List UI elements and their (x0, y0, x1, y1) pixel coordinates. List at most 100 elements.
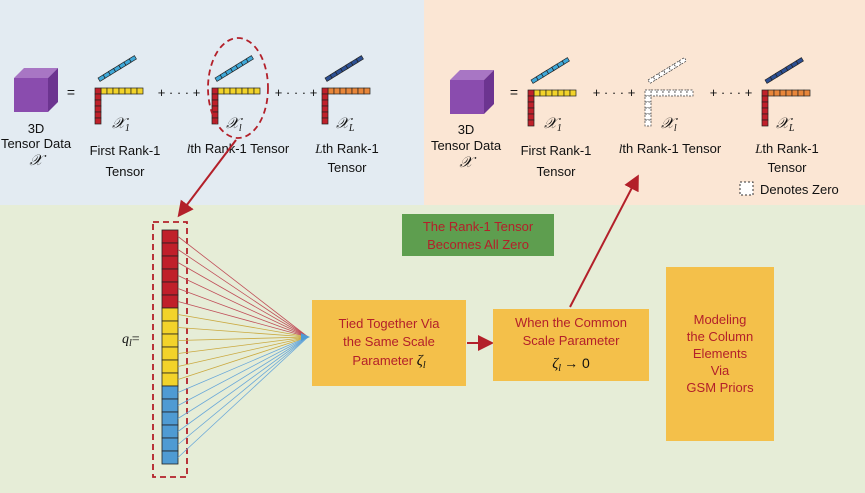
column-cell (321, 117, 329, 125)
right-plus-dots-1: + · · · + (593, 85, 636, 100)
fan-line (177, 336, 309, 341)
column-cell (94, 117, 102, 125)
slice-cell (663, 66, 672, 75)
column-element (161, 359, 179, 374)
column-element (161, 372, 179, 387)
fan-line (177, 336, 309, 458)
right-lth-zero-rank1-tensor-icon (644, 57, 694, 127)
column-cell (761, 95, 769, 103)
lth-highlight-ellipse (207, 37, 269, 139)
slice-cell (355, 55, 364, 63)
slice-cell (561, 57, 570, 65)
column-element (161, 268, 179, 283)
left-data-line1: 3D (28, 121, 45, 136)
fan-line (177, 236, 309, 338)
column-cell (94, 87, 102, 95)
row-cell (247, 87, 255, 95)
column-element (161, 437, 179, 452)
left-equals: = (67, 84, 75, 100)
zero-legend-label: Denotes Zero (760, 182, 839, 197)
row-cell (797, 89, 805, 97)
fan-line (177, 288, 309, 338)
row-cell (569, 89, 577, 97)
column-element (161, 320, 179, 335)
column-cell (644, 119, 652, 127)
right-data-line1: 3D (458, 122, 475, 137)
column-highlight-box (152, 221, 188, 478)
tied-line1: Tied Together Via (339, 316, 441, 331)
column-cell (527, 113, 535, 121)
row-cell (551, 89, 559, 97)
row-cell (106, 87, 114, 95)
column-cell (527, 119, 535, 127)
column-cell (527, 101, 535, 109)
fan-line (177, 275, 309, 338)
row-cell (791, 89, 799, 97)
common-line1: When the Common (515, 315, 627, 330)
slice-cell (245, 55, 254, 63)
column-cell (321, 111, 329, 119)
column-cell (321, 93, 329, 101)
row-cell (563, 89, 571, 97)
column-cell (644, 95, 652, 103)
row-cell (327, 87, 335, 95)
column-cell (761, 89, 769, 97)
right-lth-label: lth Rank-1 Tensor (619, 141, 722, 156)
column-cell (94, 111, 102, 119)
column-cell (211, 87, 219, 95)
column-cell (761, 113, 769, 121)
left-data-symbol: 𝒳 (30, 153, 47, 169)
row-cell (650, 89, 658, 97)
column-element (161, 333, 179, 348)
right-equation: 3D Tensor Data 𝒳 = 𝒳1 + · · · + 𝒳l + · ·… (431, 57, 839, 197)
left-equation: 3D Tensor Data 𝒳 = 𝒳1 + · · · + 𝒳l + · ·… (1, 37, 379, 179)
green-line1: The Rank-1 Tensor (423, 219, 534, 234)
fan-line (177, 336, 309, 380)
row-cell (333, 87, 341, 95)
model-line3: Elements (693, 346, 748, 361)
column-element (161, 385, 179, 400)
fan-line (177, 249, 309, 338)
row-cell (363, 87, 371, 95)
column-cell (644, 113, 652, 121)
right-data-symbol: 𝒳 (460, 155, 477, 171)
column-cell (527, 107, 535, 115)
column-element (161, 307, 179, 322)
right-Lth-label-line1: Lth Rank-1 (754, 141, 819, 156)
fan-line (177, 336, 309, 393)
green-line2: Becomes All Zero (427, 237, 529, 252)
column-element (161, 281, 179, 296)
fan-line (177, 336, 309, 367)
row-cell (100, 87, 108, 95)
column-vector-q (161, 229, 179, 465)
column-cell (761, 107, 769, 115)
row-cell (130, 87, 138, 95)
model-line1: Modeling (694, 312, 747, 327)
modeling-gsm-box (666, 267, 774, 441)
column-cell (211, 93, 219, 101)
ellipse-to-column-arrow (177, 139, 237, 218)
slice-cell (795, 57, 804, 65)
column-cell (527, 89, 535, 97)
row-cell (779, 89, 787, 97)
column-cell (644, 89, 652, 97)
bottom-section: ql= Tied Together Via the Same Scale Par… (122, 139, 774, 478)
left-first-rank1-tensor-icon (94, 55, 144, 125)
model-line4: Via (711, 363, 730, 378)
row-cell (662, 89, 670, 97)
left-Lth-label-line1: Lth Rank-1 (314, 141, 379, 156)
model-line2: the Column (687, 329, 753, 344)
row-cell (112, 87, 120, 95)
slice-cell (673, 60, 682, 68)
column-cell (94, 93, 102, 101)
column-element (161, 242, 179, 257)
fan-line (177, 336, 309, 406)
fan-line (177, 336, 309, 445)
left-Lth-rank1-tensor-icon (321, 55, 371, 125)
row-cell (545, 89, 553, 97)
row-cell (674, 89, 682, 97)
column-cell (321, 87, 329, 95)
row-cell (345, 87, 353, 95)
zero-legend-swatch-icon (739, 181, 754, 196)
column-cell (761, 119, 769, 127)
